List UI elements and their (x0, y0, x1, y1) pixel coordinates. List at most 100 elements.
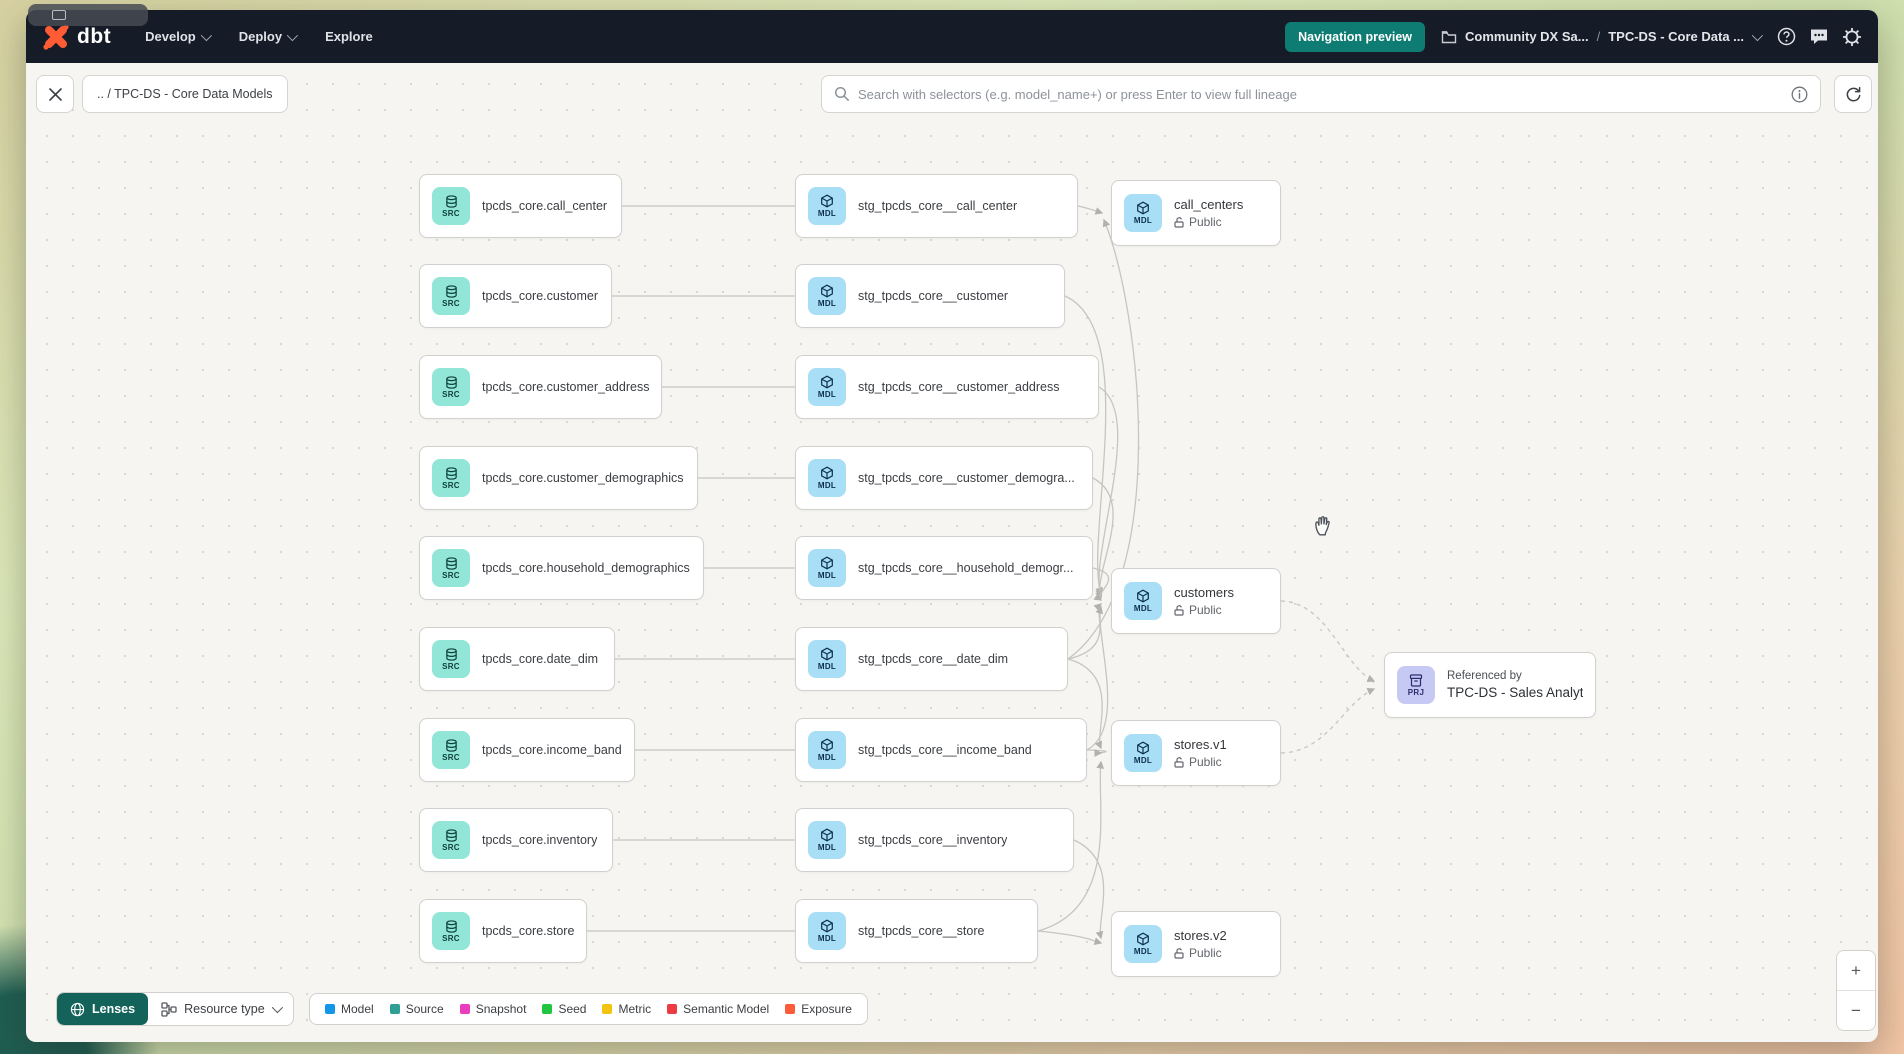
model-node-stg-customer[interactable]: MDL stg_tpcds_core__customer (795, 264, 1065, 328)
settings-gear-icon[interactable] (1842, 27, 1862, 47)
legend-item-snapshot: Snapshot (459, 1002, 526, 1016)
source-node-customer[interactable]: SRC tpcds_core.customer (419, 264, 612, 328)
model-icon: MDL (808, 821, 846, 859)
public-model-customers[interactable]: MDL customers Public (1111, 568, 1281, 634)
model-icon: MDL (808, 277, 846, 315)
navigation-preview-badge[interactable]: Navigation preview (1285, 21, 1426, 52)
lock-open-icon (1174, 756, 1184, 768)
model-icon: MDL (1124, 194, 1162, 232)
model-node-stg-inventory[interactable]: MDL stg_tpcds_core__inventory (795, 808, 1074, 872)
access-row: Public (1174, 215, 1243, 229)
window-icon (52, 10, 66, 20)
chevron-down-icon[interactable] (1751, 29, 1764, 41)
browser-tab-remnant (28, 4, 148, 26)
legend-item-exposure: Exposure (785, 1002, 852, 1016)
source-node-store[interactable]: SRC tpcds_core.store (419, 899, 587, 963)
lineage-edges (587, 205, 1376, 945)
legend-swatch (325, 1004, 335, 1014)
dbt-logo-icon (43, 23, 69, 50)
close-lineage-button[interactable] (36, 75, 74, 113)
model-icon: MDL (808, 187, 846, 225)
legend-item-model: Model (325, 1002, 374, 1016)
dbt-logo-text: dbt (77, 24, 112, 48)
menu-explore[interactable]: Explore (325, 29, 373, 44)
legend-item-seed: Seed (542, 1002, 586, 1016)
model-icon: MDL (808, 459, 846, 497)
resource-type-legend: Model Source Snapshot Seed Metric Semant… (309, 993, 868, 1025)
model-node-stg-date-dim[interactable]: MDL stg_tpcds_core__date_dim (795, 627, 1068, 691)
folder-icon (1441, 30, 1457, 43)
source-node-inventory[interactable]: SRC tpcds_core.inventory (419, 808, 613, 872)
dbt-cloud-window: dbt Develop Deploy Explore Navigation pr… (26, 10, 1878, 1042)
source-node-income-band[interactable]: SRC tpcds_core.income_band (419, 718, 635, 782)
lens-icon (70, 1002, 85, 1016)
help-icon[interactable] (1776, 27, 1796, 47)
source-icon: SRC (432, 821, 470, 859)
model-icon: MDL (1124, 582, 1162, 620)
legend-item-source: Source (389, 1002, 444, 1016)
source-node-date-dim[interactable]: SRC tpcds_core.date_dim (419, 627, 615, 691)
legend-swatch (602, 1004, 613, 1014)
model-icon: MDL (808, 731, 846, 769)
model-node-stg-store[interactable]: MDL stg_tpcds_core__store (795, 899, 1038, 963)
menu-deploy[interactable]: Deploy (239, 29, 299, 44)
search-icon (834, 86, 849, 101)
legend-swatch (667, 1004, 678, 1014)
public-model-stores-v2[interactable]: MDL stores.v2 Public (1111, 911, 1281, 977)
zoom-in-button[interactable]: + (1837, 951, 1875, 990)
grab-cursor-icon (1311, 513, 1333, 542)
chevron-down-icon (271, 1001, 283, 1014)
lock-open-icon (1174, 604, 1184, 616)
lock-open-icon (1174, 947, 1184, 959)
model-icon: MDL (1124, 734, 1162, 772)
lenses-button[interactable]: Lenses (57, 993, 149, 1025)
source-node-household-demographics[interactable]: SRC tpcds_core.household_demographics (419, 536, 704, 600)
model-node-stg-household-demographics[interactable]: MDL stg_tpcds_core__household_demogr... (795, 536, 1093, 600)
zoom-controls: + − (1836, 950, 1876, 1031)
refresh-lineage-button[interactable] (1834, 75, 1872, 113)
divider (1837, 990, 1875, 991)
breadcrumb: Community DX Sa... / TPC-DS - Core Data … (1441, 29, 1764, 44)
breadcrumb-project[interactable]: Community DX Sa... (1465, 29, 1589, 44)
project-node-sales-analytics[interactable]: PRJ Referenced by TPC-DS - Sales Analyti… (1384, 652, 1596, 718)
lenses-control-group: Lenses Resource type (56, 992, 294, 1026)
search-input[interactable] (858, 86, 1791, 102)
legend-swatch (542, 1004, 553, 1014)
access-row: Public (1174, 755, 1227, 769)
source-node-call-center[interactable]: SRC tpcds_core.call_center (419, 174, 622, 238)
lineage-path-chip[interactable]: .. / TPC-DS - Core Data Models (82, 75, 288, 113)
legend-item-semantic-model: Semantic Model (667, 1002, 769, 1016)
breadcrumb-page[interactable]: TPC-DS - Core Data ... (1608, 29, 1744, 44)
info-icon[interactable] (1791, 86, 1808, 103)
public-model-call-centers[interactable]: MDL call_centers Public (1111, 180, 1281, 246)
model-node-stg-call-center[interactable]: MDL stg_tpcds_core__call_center (795, 174, 1078, 238)
model-icon: MDL (808, 549, 846, 587)
source-icon: SRC (432, 549, 470, 587)
legend-swatch (389, 1004, 400, 1014)
source-icon: SRC (432, 277, 470, 315)
public-model-stores-v1[interactable]: MDL stores.v1 Public (1111, 720, 1281, 786)
model-node-stg-income-band[interactable]: MDL stg_tpcds_core__income_band (795, 718, 1087, 782)
nav-icon-cluster (1776, 27, 1862, 47)
feedback-icon[interactable] (1809, 27, 1829, 47)
source-node-customer-demographics[interactable]: SRC tpcds_core.customer_demographics (419, 446, 698, 510)
access-row: Public (1174, 603, 1234, 617)
resource-type-dropdown[interactable]: Resource type (148, 993, 293, 1025)
chevron-down-icon (286, 29, 299, 41)
dbt-logo[interactable]: dbt (42, 23, 111, 51)
chevron-down-icon (200, 29, 212, 41)
source-node-customer-address[interactable]: SRC tpcds_core.customer_address (419, 355, 662, 419)
source-icon: SRC (432, 912, 470, 950)
refresh-icon (1846, 86, 1860, 101)
source-icon: SRC (432, 368, 470, 406)
zoom-out-button[interactable]: − (1837, 991, 1875, 1030)
model-node-stg-customer-demographics[interactable]: MDL stg_tpcds_core__customer_demogra... (795, 446, 1093, 510)
model-icon: MDL (808, 640, 846, 678)
source-icon: SRC (432, 187, 470, 225)
model-node-stg-customer-address[interactable]: MDL stg_tpcds_core__customer_address (795, 355, 1099, 419)
project-icon: PRJ (1397, 666, 1435, 704)
top-navigation-bar: dbt Develop Deploy Explore Navigation pr… (26, 10, 1878, 63)
lineage-search (821, 75, 1821, 113)
menu-develop[interactable]: Develop (145, 29, 212, 44)
source-icon: SRC (432, 731, 470, 769)
